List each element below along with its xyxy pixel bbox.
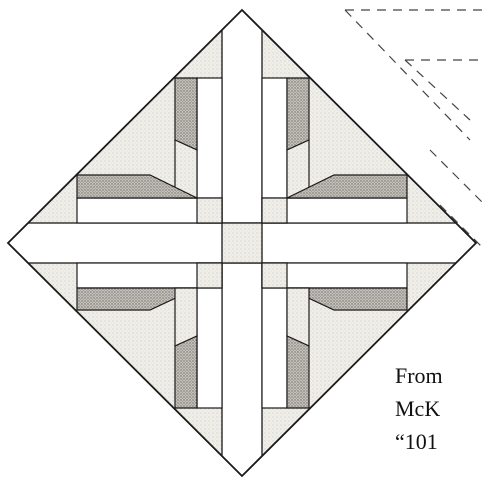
caption-line-1: From <box>395 365 443 387</box>
center-square <box>222 223 262 263</box>
caption-line-2: McK <box>395 398 440 420</box>
caption-line-3: “101 <box>395 431 438 453</box>
